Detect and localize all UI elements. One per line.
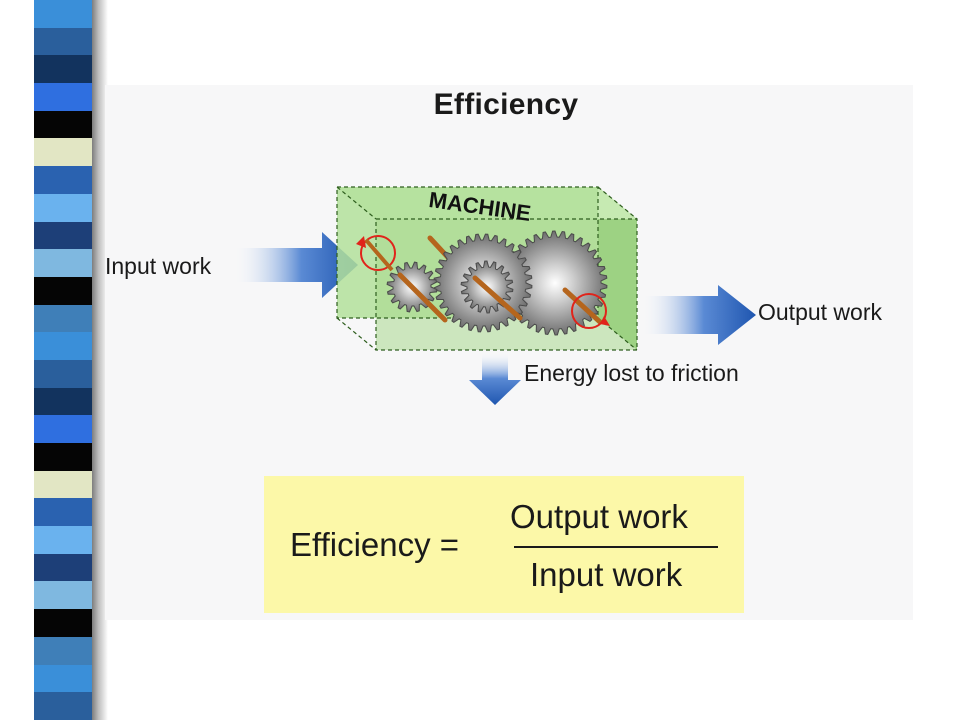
friction-label: Energy lost to friction [524,360,739,386]
formula-denominator: Input work [530,556,683,593]
input-work-label: Input work [105,253,212,279]
input-shaft [397,272,448,323]
gear-train [386,230,608,336]
input-work-arrow [232,232,358,298]
formula-box [264,476,744,613]
decorative-stripe-bar [34,0,92,720]
output-work-arrow [640,285,756,345]
formula-left: Efficiency = [290,526,460,563]
stripe-shadow [92,0,108,720]
output-rotation-marker [571,293,610,329]
formula-numerator: Output work [510,498,688,535]
diagram-title: Efficiency [433,88,579,121]
output-work-label: Output work [758,299,882,325]
friction-loss-arrow [469,352,521,405]
output-shaft [562,287,603,325]
input-rotation-marker [356,235,396,272]
middle-shaft [472,275,523,321]
fraction-bar [514,546,718,548]
